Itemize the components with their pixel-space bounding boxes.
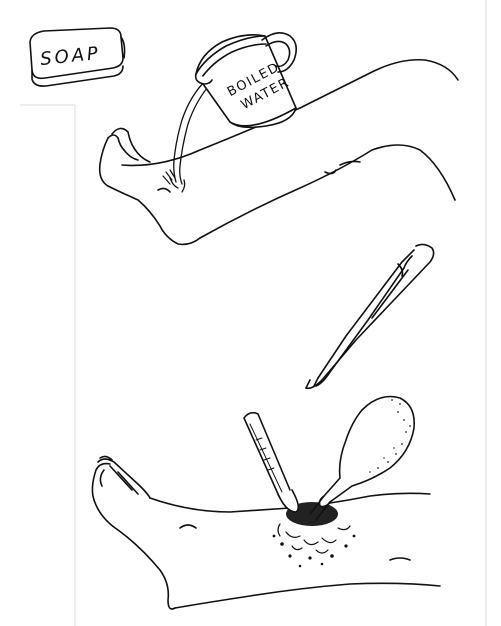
tweezers-drawing bbox=[306, 244, 434, 388]
water-stream-drawing bbox=[170, 80, 212, 192]
scalpel-drawing bbox=[244, 413, 298, 512]
wound-drawing bbox=[273, 502, 356, 567]
lower-leg-drawing bbox=[92, 456, 440, 609]
suction-bulb-drawing bbox=[310, 397, 414, 521]
